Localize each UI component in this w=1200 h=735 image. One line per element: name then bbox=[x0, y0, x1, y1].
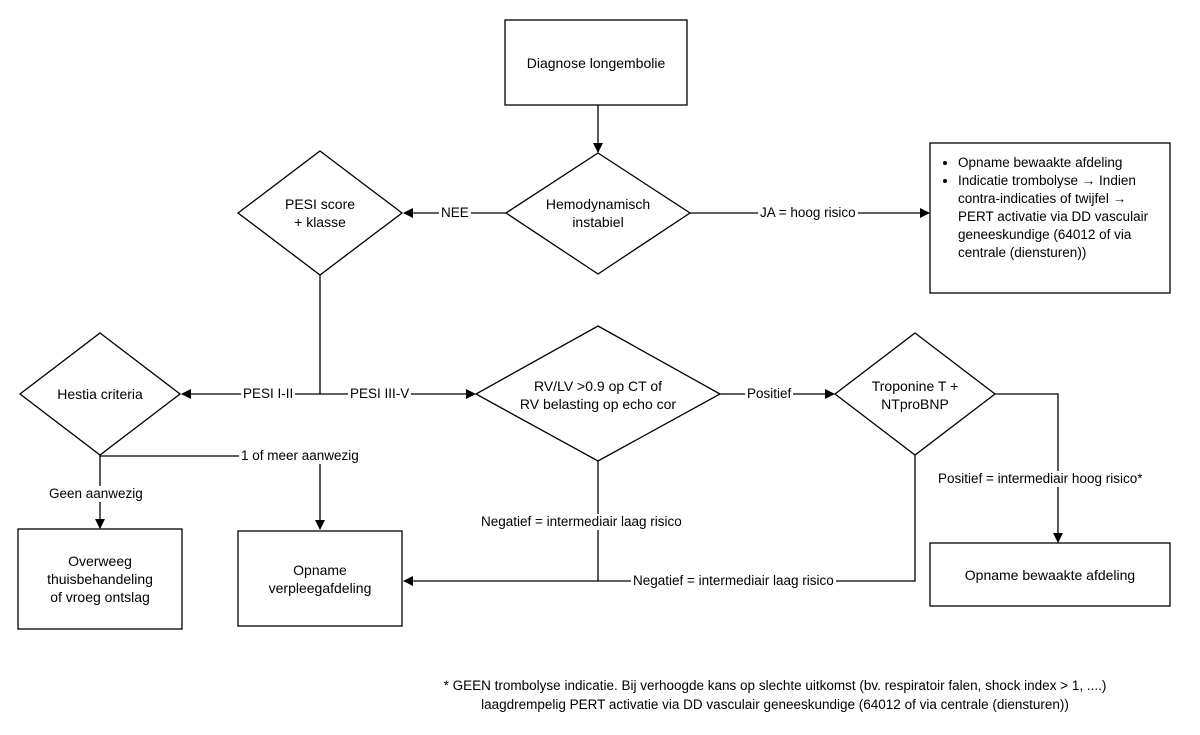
edge-label-geen: Geen aanwezig bbox=[47, 486, 145, 502]
edge-label-nee: NEE bbox=[439, 205, 471, 221]
edge-label-negatief-rv: Negatief = intermediair laag risico bbox=[479, 514, 684, 530]
edge-label-positief: Positief bbox=[745, 386, 794, 402]
edge-label-pesi-low: PESI I-II bbox=[241, 386, 296, 402]
diagnose-box bbox=[504, 19, 688, 106]
high-risk-box bbox=[929, 142, 1171, 294]
hemodynamisch-diamond bbox=[504, 152, 692, 275]
opname-bewaakt-box bbox=[929, 542, 1171, 607]
edge-trop-neg bbox=[403, 455, 916, 586]
footnote-line-1: * GEEN trombolyse indicatie. Bij verhoog… bbox=[443, 678, 1107, 693]
edge-label-ja: JA = hoog risico bbox=[758, 205, 858, 221]
hestia-label: Hestia criteria bbox=[57, 386, 143, 402]
edge-trop-pos bbox=[995, 393, 1063, 543]
footnote: * GEEN trombolyse indicatie. Bij verhoog… bbox=[350, 676, 1200, 714]
high-risk-list: Opname bewaakte afdeling Indicatie tromb… bbox=[932, 154, 1164, 262]
high-risk-item-thrombolysis: Indicatie trombolyse → Indien contra-ind… bbox=[958, 172, 1164, 262]
edge-label-positief-trop: Positief = intermediair hoog risico* bbox=[936, 471, 1145, 487]
opname-bewaakt-label: Opname bewaakte afdeling bbox=[964, 566, 1136, 583]
footnote-line-2: laagdrempelig PERT activatie via DD vasc… bbox=[481, 697, 1069, 712]
opname-verpleeg-box bbox=[237, 530, 403, 627]
pesi-label: PESI score+ klasse bbox=[284, 196, 356, 230]
edge-label-pesi-high: PESI III-V bbox=[348, 386, 412, 402]
edge-label-meer: 1 of meer aanwezig bbox=[239, 448, 361, 464]
high-risk-item-admit: Opname bewaakte afdeling bbox=[958, 154, 1164, 172]
overweeg-box bbox=[17, 528, 183, 630]
troponine-label: Troponine T +NTproBNP bbox=[871, 378, 959, 412]
edge-hestia-split bbox=[99, 455, 325, 530]
edge-label-negatief-trop: Negatief = intermediair laag risico bbox=[631, 573, 836, 589]
diagnose-label: Diagnose longembolie bbox=[526, 54, 666, 71]
